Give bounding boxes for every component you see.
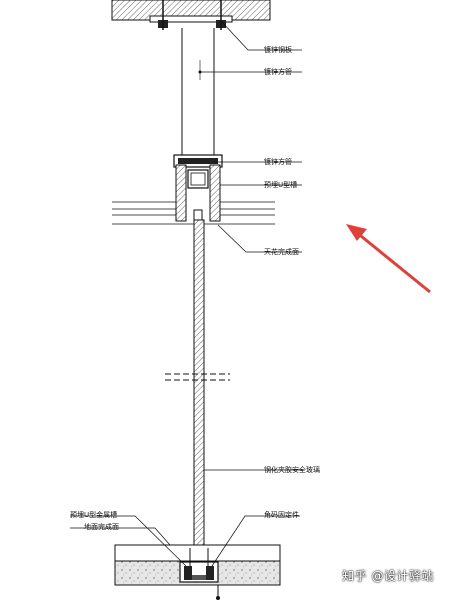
label-embedded-u-channel: 预埋U型槽 <box>264 181 298 189</box>
label-embedded-u-metal-channel: 预埋U型金属槽 <box>70 511 118 519</box>
watermark: 知乎 @设计驿站 <box>342 569 434 583</box>
ceiling-slab <box>111 0 271 30</box>
label-galv-steel-plate: 镀锌钢板 <box>264 46 292 54</box>
label-galv-square-tube-top: 镀锌方管 <box>264 68 292 76</box>
label-floor-finish: 地面完成面 <box>84 523 119 531</box>
galvanized-square-tube <box>181 28 215 155</box>
glass-panel <box>193 219 205 569</box>
u-channel-assembly <box>173 154 223 222</box>
label-tempered-laminated-glass: 钢化夹胶安全玻璃 <box>264 466 320 474</box>
label-ceiling-finish: 天花完成面 <box>264 248 299 256</box>
label-galv-square-tube-mid: 镀锌方管 <box>264 158 292 166</box>
leader-lines <box>70 21 302 567</box>
floor-slab <box>114 544 281 600</box>
label-angle-code-fixing: 角码固定件 <box>264 511 299 519</box>
red-arrow <box>346 224 431 294</box>
break-line <box>165 373 230 381</box>
